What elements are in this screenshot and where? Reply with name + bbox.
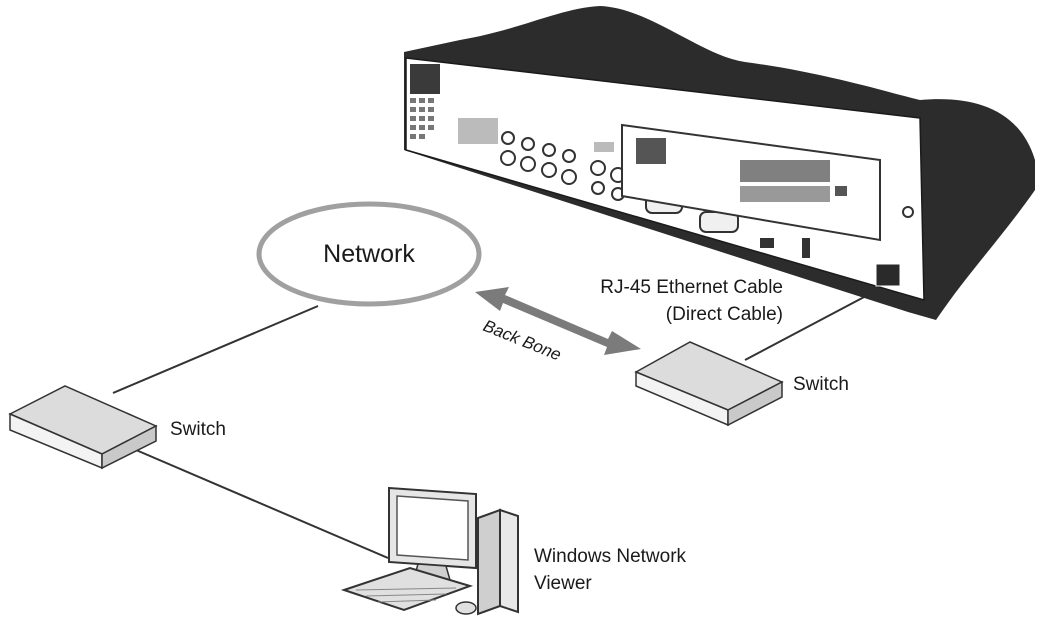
- backbone-arrow-shape: [475, 287, 641, 355]
- dvr-recorder: [404, 6, 1035, 320]
- dvr-terminal-blocks: [636, 138, 847, 202]
- cable-label-line-1: RJ-45 Ethernet Cable: [600, 277, 783, 298]
- backbone-arrow: Back Bone: [475, 287, 641, 365]
- switch-left-label: Switch: [170, 419, 226, 440]
- cable-label: RJ-45 Ethernet Cable (Direct Cable): [600, 277, 783, 325]
- network-label: Network: [323, 240, 415, 268]
- switch-left-side: [101, 424, 157, 470]
- network-node: Network: [256, 201, 482, 307]
- viewer-label-line-2: Viewer: [534, 573, 592, 594]
- viewer-keyboard-keys: [355, 587, 457, 603]
- switch-right: Switch: [634, 341, 849, 427]
- viewer-label-line-1: Windows Network: [534, 546, 687, 567]
- switch-right-label: Switch: [793, 374, 849, 395]
- dvr-ground-terminal: [902, 206, 914, 218]
- viewer-monitor-screen: [396, 495, 469, 561]
- line-right-switch-to-dvr: [744, 286, 884, 361]
- dvr-bnc-connectors: [500, 131, 626, 201]
- dvr-port-labels: [458, 118, 614, 152]
- viewer-computer: Windows Network Viewer: [340, 486, 687, 616]
- dvr-terminal-panel: [621, 123, 881, 242]
- dvr-power-block: [410, 64, 440, 94]
- switch-left: Switch: [8, 385, 226, 470]
- line-left-switch-to-viewer: [135, 449, 389, 559]
- viewer-tower-side: [499, 508, 519, 614]
- viewer-tower-front: [477, 508, 501, 616]
- viewer-mouse: [455, 601, 477, 615]
- network-ellipse: [256, 201, 482, 307]
- switch-right-side: [727, 380, 783, 427]
- line-network-to-left-switch: [112, 305, 319, 394]
- dvr-button-grid: [410, 98, 434, 139]
- cable-label-line-2: (Direct Cable): [666, 304, 783, 325]
- dvr-ethernet-port: [875, 263, 901, 287]
- connection-lines: [112, 286, 884, 559]
- dvr-small-ports: [760, 238, 810, 258]
